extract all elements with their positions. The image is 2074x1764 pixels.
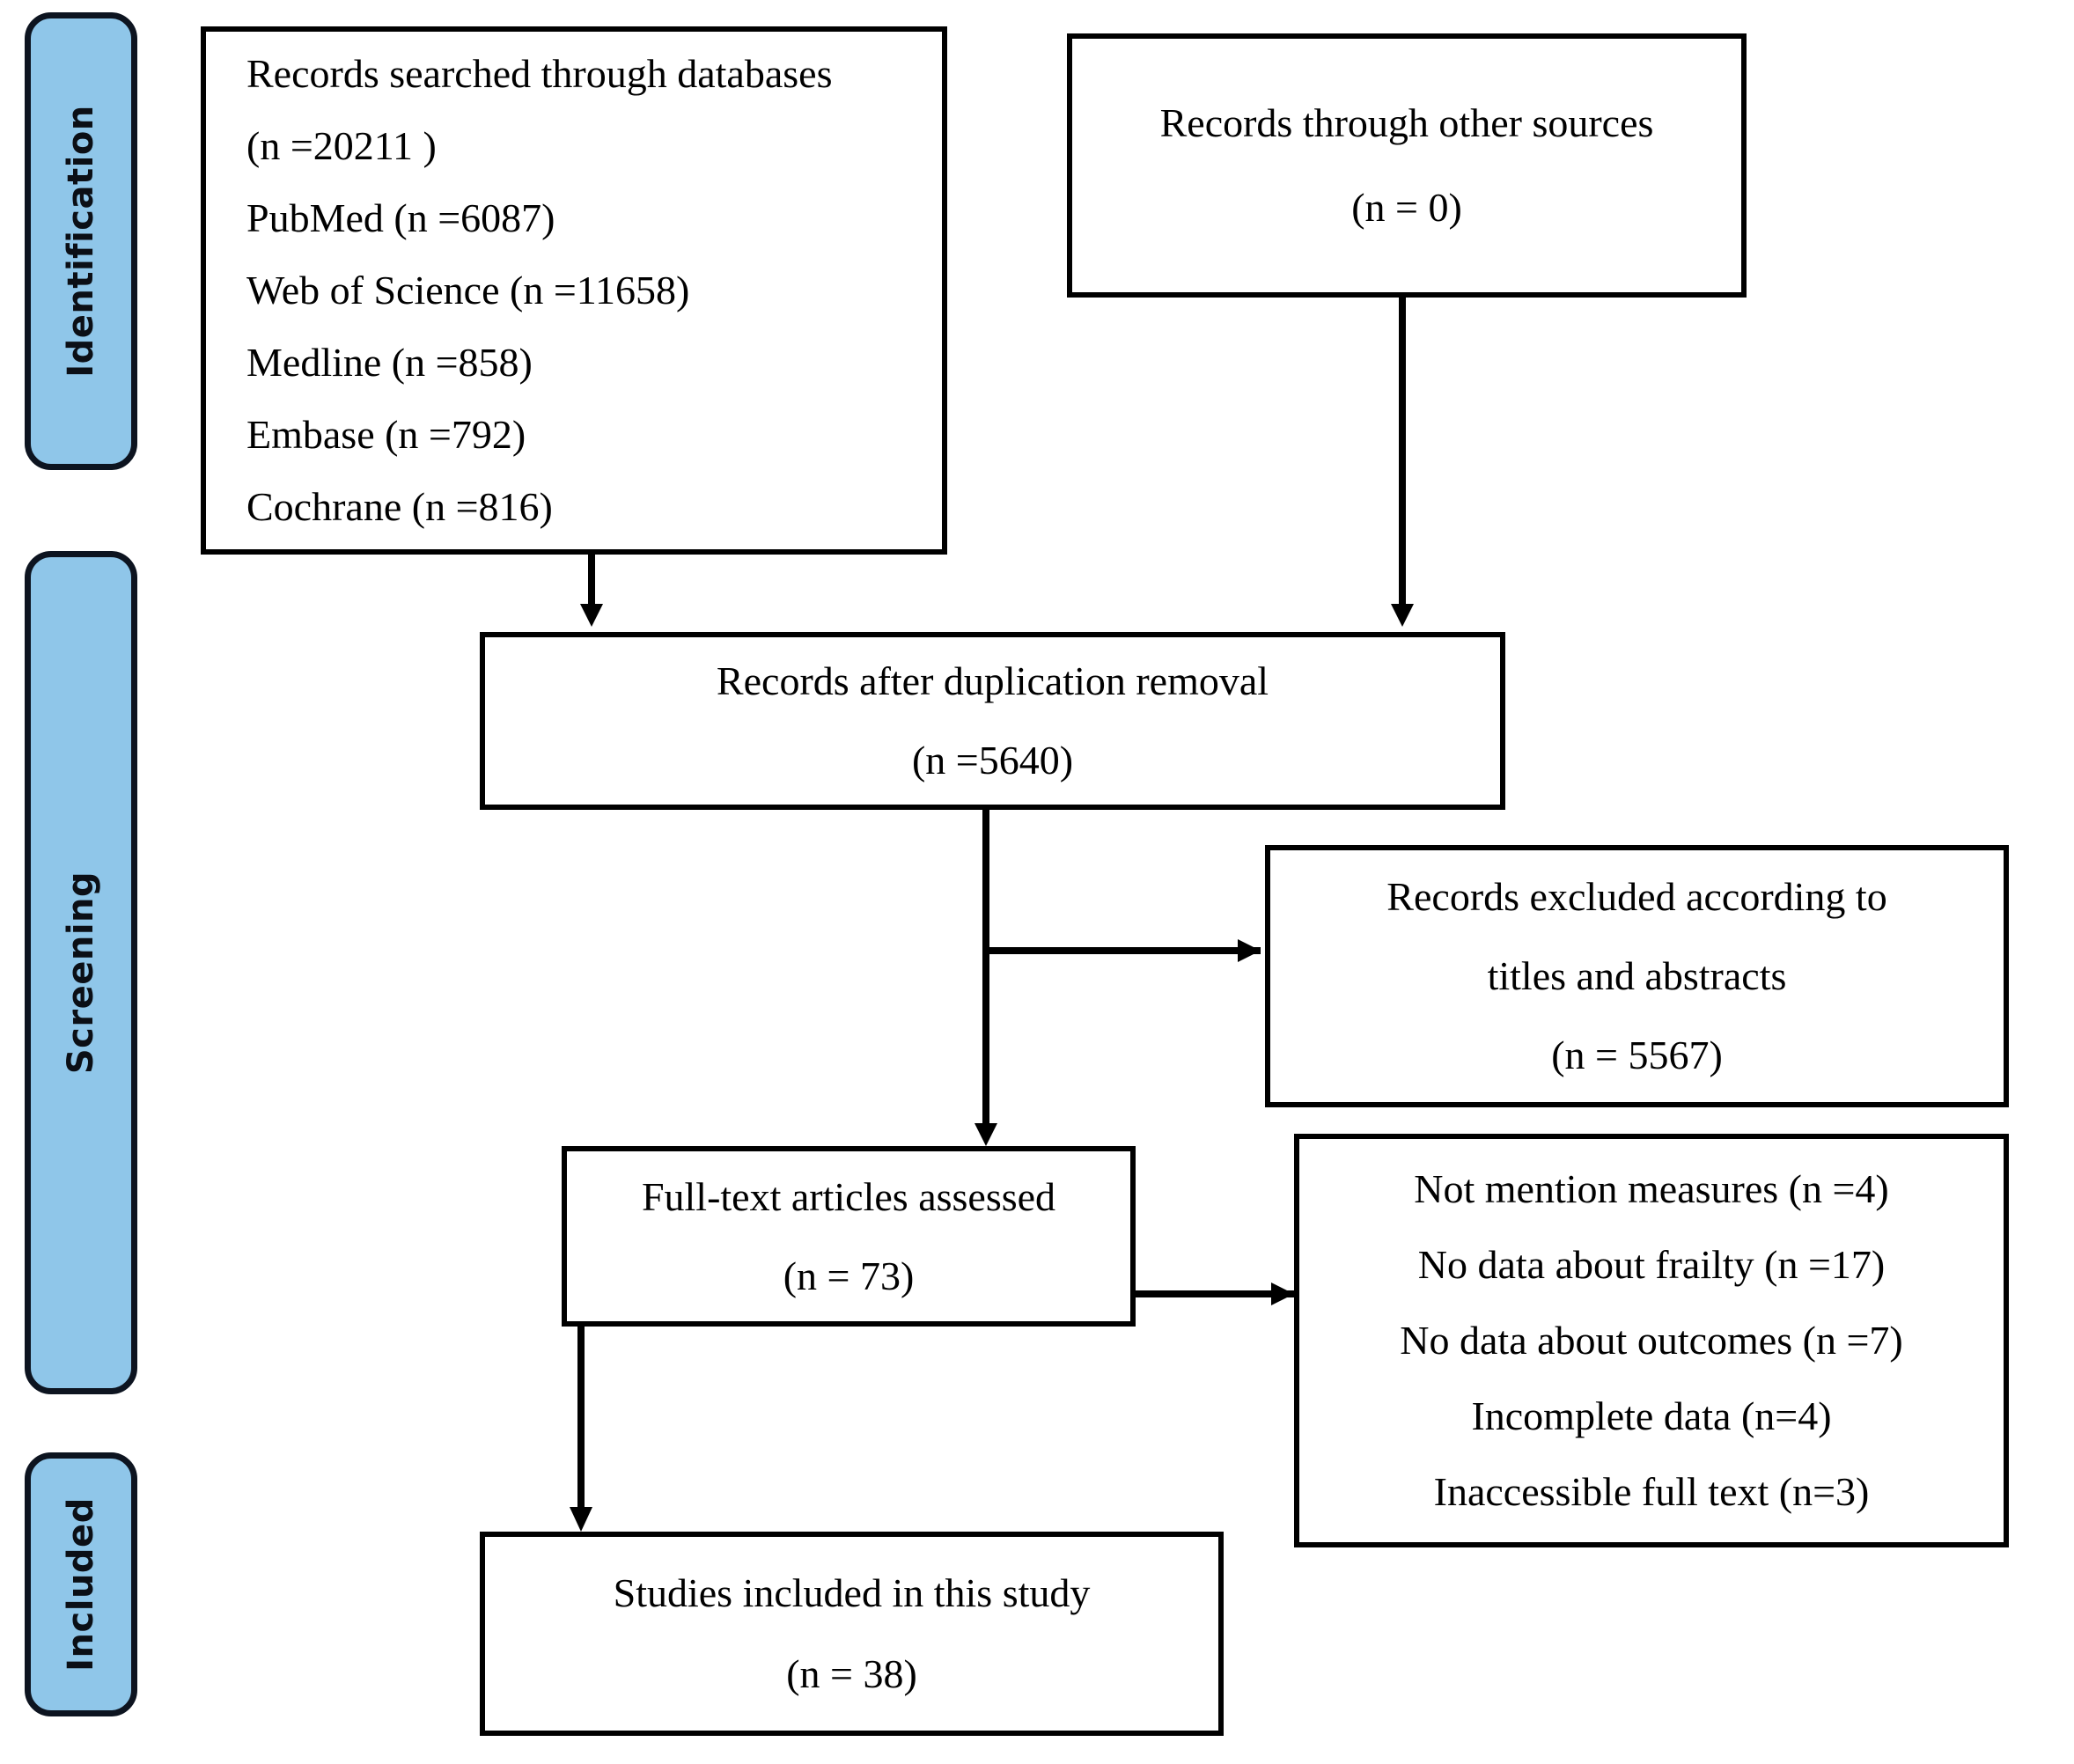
stage-label-included: Included [61, 1497, 101, 1672]
node-records-excluded-titles-abstracts: Records excluded according to titles and… [1265, 845, 2009, 1107]
connector-dedup-to-fulltext [974, 810, 997, 1146]
exclusion-reason-5: Inaccessible full text (n=3) [1433, 1469, 1870, 1514]
excluded-titles-line-2: titles and abstracts [1487, 953, 1787, 998]
databases-line-5: Medline (n =858) [246, 340, 533, 385]
node-records-through-other-sources: Records through other sources (n = 0) [1067, 33, 1747, 298]
stage-label-identification: Identification [61, 105, 101, 378]
connector-databases-to-dedup [580, 553, 603, 627]
exclusion-reason-3: No data about outcomes (n =7) [1400, 1318, 1903, 1363]
databases-line-7: Cochrane (n =816) [246, 484, 553, 529]
exclusion-reason-2: No data about frailty (n =17) [1417, 1242, 1886, 1287]
connector-other-sources-to-dedup [1391, 298, 1414, 627]
databases-line-2: (n =20211 ) [246, 123, 437, 168]
included-line-2: (n = 38) [786, 1651, 917, 1696]
node-records-searched-through-databases: Records searched through databases (n =2… [201, 26, 947, 555]
fulltext-line-2: (n = 73) [783, 1253, 915, 1298]
databases-line-3: PubMed (n =6087) [246, 195, 555, 240]
databases-line-6: Embase (n =792) [246, 412, 526, 457]
connector-fulltext-to-included [570, 1325, 592, 1532]
excluded-titles-line-1: Records excluded according to [1386, 874, 1887, 919]
other-sources-line-2: (n = 0) [1351, 185, 1462, 230]
node-full-text-exclusion-reasons: Not mention measures (n =4) No data abou… [1294, 1134, 2009, 1547]
other-sources-line-1: Records through other sources [1159, 100, 1654, 145]
stage-band-included: Included [25, 1452, 137, 1716]
exclusion-reason-4: Incomplete data (n=4) [1471, 1393, 1832, 1438]
node-records-after-duplication-removal: Records after duplication removal (n =56… [480, 632, 1505, 810]
databases-line-1: Records searched through databases [246, 51, 833, 96]
node-studies-included-in-this-study: Studies included in this study (n = 38) [480, 1532, 1224, 1736]
exclusion-reason-1: Not mention measures (n =4) [1414, 1166, 1889, 1211]
dedup-line-2: (n =5640) [911, 738, 1074, 783]
node-full-text-articles-assessed: Full-text articles assessed (n = 73) [562, 1146, 1136, 1327]
stage-label-screening: Screening [61, 871, 101, 1075]
fulltext-line-1: Full-text articles assessed [641, 1173, 1056, 1219]
stage-band-identification: Identification [25, 12, 137, 470]
databases-line-4: Web of Science (n =11658) [246, 268, 690, 312]
excluded-titles-line-3: (n = 5567) [1551, 1033, 1723, 1077]
dedup-line-1: Records after duplication removal [716, 658, 1269, 703]
included-line-1: Studies included in this study [613, 1570, 1091, 1615]
stage-band-screening: Screening [25, 551, 137, 1394]
